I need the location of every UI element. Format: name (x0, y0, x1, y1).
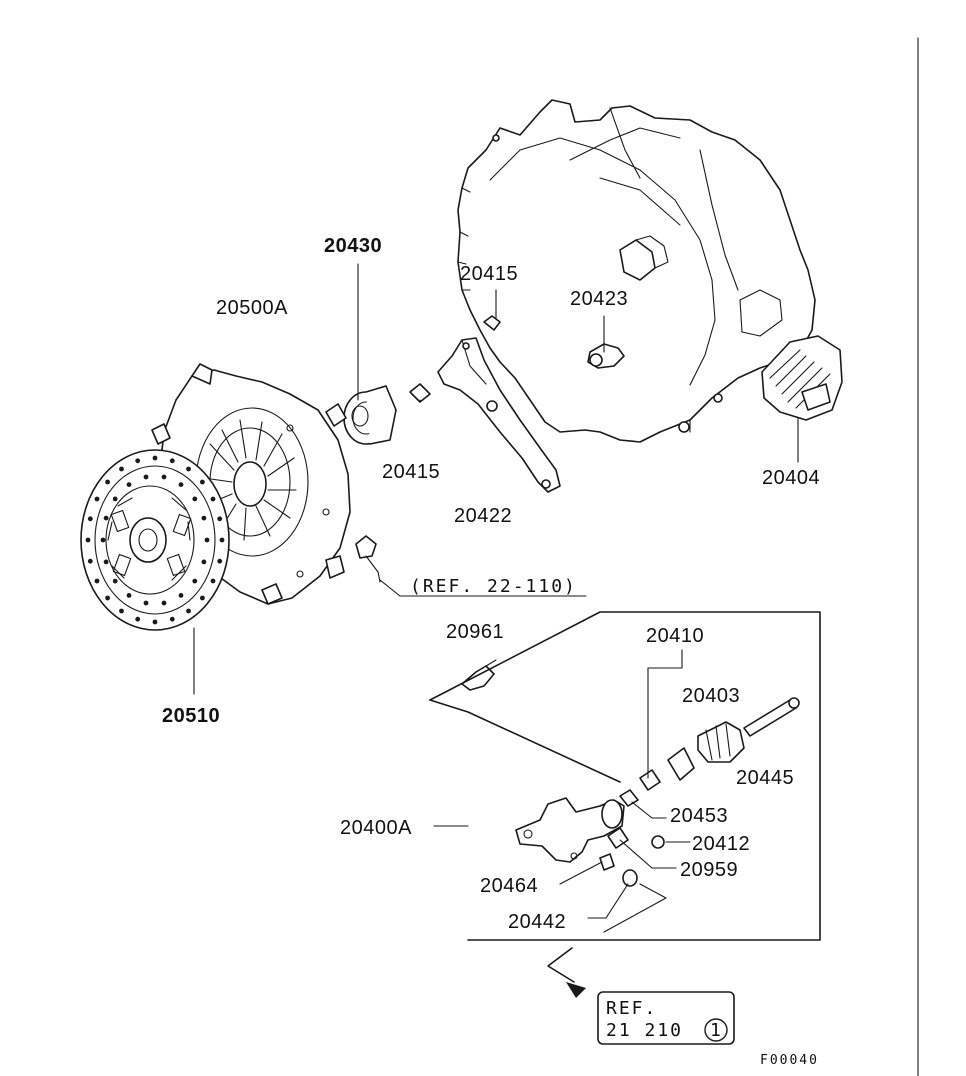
leader-lines (193, 263, 799, 933)
clip-20415-top-drawing (483, 315, 501, 331)
label-20403: 20403 (682, 685, 740, 707)
exploded-view-frame (429, 611, 821, 941)
label-20464: 20464 (480, 875, 538, 897)
reference-22-110: (REF. 22-110) (410, 576, 577, 597)
label-20422: 20422 (454, 505, 512, 527)
label-20410: 20410 (646, 625, 704, 647)
label-20400A: 20400A (340, 817, 412, 839)
disc-rivet (169, 616, 175, 622)
bleeder-20961-drawing (461, 659, 497, 691)
disc-rivet (100, 537, 106, 543)
label-20959: 20959 (680, 859, 738, 881)
disc-rivet (87, 558, 93, 564)
disc-rivet (119, 466, 124, 472)
spring-20410-drawing (639, 769, 661, 791)
disc-rivet (105, 595, 110, 601)
disc-rivet (169, 458, 175, 464)
disc-rivet (152, 455, 158, 461)
label-20404: 20404 (762, 467, 820, 489)
disc-rivet (103, 515, 109, 521)
piston-20403-drawing (667, 747, 695, 781)
reference-box-line1: REF. (606, 998, 657, 1019)
label-20500A: 20500A (216, 297, 288, 319)
sensor-part-drawing (355, 535, 381, 583)
disc-rivet (186, 466, 191, 472)
boot-20445-drawing (697, 721, 745, 763)
disc-rivet (186, 608, 191, 614)
disc-rivet (112, 578, 118, 584)
disc-rivet (200, 479, 205, 485)
disc-rivet (94, 578, 100, 584)
disc-rivet (126, 482, 132, 487)
transmission-housing-drawing (457, 99, 816, 443)
disc-rivet (217, 558, 223, 564)
disc-rivet (200, 595, 205, 601)
clutch-disc-20510-drawing (80, 449, 230, 631)
disc-rivet (87, 516, 93, 522)
disc-rivet (85, 537, 91, 543)
release-bearing-20430-drawing (343, 385, 397, 445)
clip-20415-mid-drawing (409, 383, 431, 403)
boot-20404-drawing (761, 335, 843, 421)
disc-rivet (210, 578, 216, 584)
disc-rivet (161, 600, 167, 606)
oring-20412-drawing (651, 835, 665, 849)
reference-box-circled-number: 1 (710, 1020, 723, 1041)
label-20430: 20430 (324, 235, 382, 257)
disc-rivet (161, 474, 167, 480)
pivot-20423-drawing (587, 343, 625, 369)
label-20510: 20510 (162, 705, 220, 727)
disc-rivet (178, 593, 184, 598)
disc-rivet (143, 474, 149, 480)
label-20415-mid: 20415 (382, 461, 440, 483)
label-20442: 20442 (508, 911, 566, 933)
disc-rivet (204, 537, 210, 543)
label-20961: 20961 (446, 621, 504, 643)
release-fork-20422-drawing (437, 337, 561, 493)
seal-20453-drawing (619, 789, 639, 807)
disc-rivet (112, 496, 118, 502)
disc-rivets (85, 455, 225, 625)
disc-rivet (143, 600, 149, 606)
disc-rivet (135, 616, 141, 622)
disc-rivet (192, 496, 198, 502)
release-cylinder-20400A-drawing (515, 797, 625, 863)
figure-code: F00040 (760, 1053, 819, 1068)
disc-rivet (201, 559, 207, 565)
label-20423: 20423 (570, 288, 628, 310)
disc-rivet (94, 496, 100, 502)
label-20445: 20445 (736, 767, 794, 789)
disc-rivet (135, 458, 141, 464)
disc-rivet (152, 619, 158, 625)
disc-rivet (217, 516, 223, 522)
bush-20442-drawing (622, 869, 638, 887)
disc-rivet (119, 608, 124, 614)
label-20415-top: 20415 (460, 263, 518, 285)
disc-rivet (103, 559, 109, 565)
disc-rivet (105, 479, 110, 485)
disc-rivet (219, 537, 225, 543)
disc-rivet (210, 496, 216, 502)
disc-rivet (178, 482, 184, 487)
reference-box-line2: 21 210 (606, 1020, 683, 1041)
push-rod-20445-drawing (743, 697, 800, 737)
disc-rivet (126, 593, 132, 598)
ref-arrow (547, 947, 586, 998)
label-20453: 20453 (670, 805, 728, 827)
nut-20464-drawing (599, 853, 615, 871)
disc-rivet (192, 578, 198, 584)
label-20412: 20412 (692, 833, 750, 855)
disc-rivet (201, 515, 207, 521)
reference-box: REF. 21 210 1 (597, 991, 735, 1045)
